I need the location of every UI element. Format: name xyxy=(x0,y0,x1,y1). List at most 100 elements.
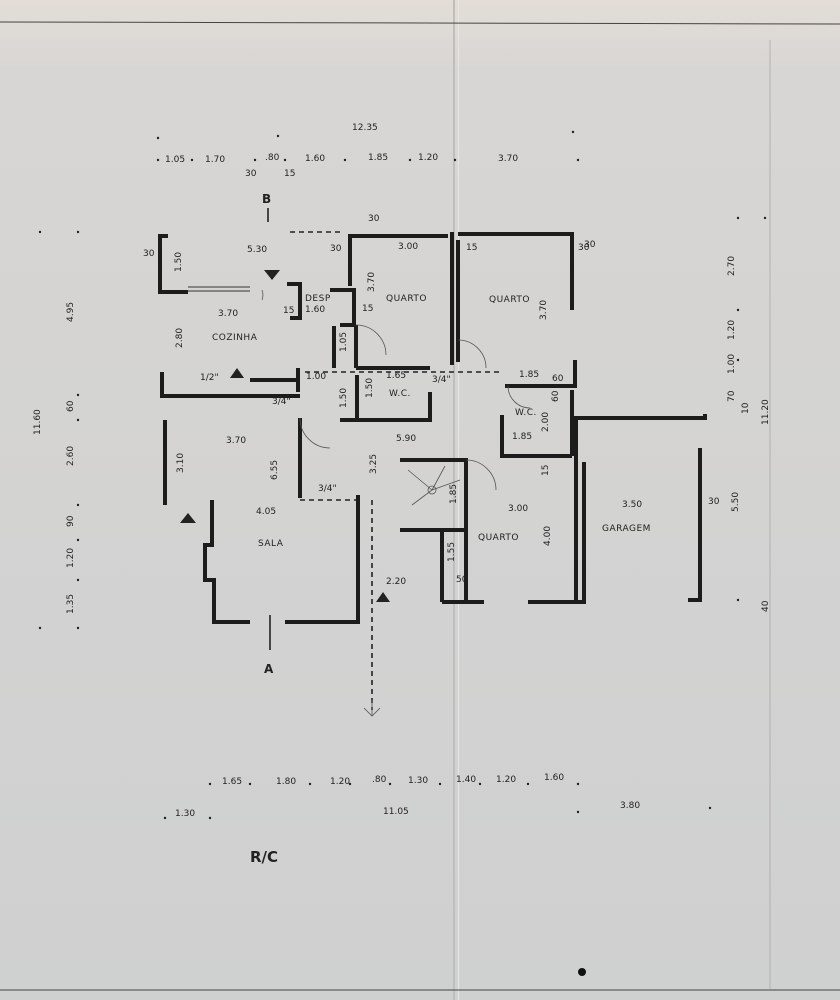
dim-top-2: 1.70 xyxy=(205,155,225,165)
room-label-desp: DESP xyxy=(305,294,331,304)
dim-desp-width: 1.60 xyxy=(305,305,325,315)
wall-desp xyxy=(287,282,302,320)
dim-left-5: 1.20 xyxy=(66,548,76,568)
section-mark-b: B xyxy=(262,192,271,206)
wall-nw xyxy=(158,234,188,294)
dim-left-6: 1.35 xyxy=(66,594,76,614)
wall-wc2 xyxy=(500,415,572,458)
dim-quarto2-height: 3.70 xyxy=(539,300,549,320)
dim-left-4: 90 xyxy=(66,515,76,527)
arrow-entry xyxy=(376,592,390,602)
dim-sala-405: 4.05 xyxy=(256,507,276,517)
dim-top-sub-2: 15 xyxy=(284,169,295,179)
dim-kitchen-34: 3/4" xyxy=(272,397,291,407)
dim-top-sub-1: 30 xyxy=(245,169,257,179)
dim-quarto2-15: 15 xyxy=(466,243,477,253)
dim-right-overall: 11.20 xyxy=(761,399,771,425)
dim-bottom-sub-left: 1.30 xyxy=(175,809,195,819)
dim-sala-310: 3.10 xyxy=(176,453,186,473)
wall-stair xyxy=(400,458,468,532)
room-label-quarto-1: QUARTO xyxy=(386,294,427,304)
dim-top-1: 1.05 xyxy=(165,155,185,165)
wall-quarto3-east xyxy=(528,462,586,604)
door-swings xyxy=(261,289,531,491)
dim-bottom-3: 1.20 xyxy=(330,777,350,787)
dim-kitchen-width: 3.70 xyxy=(218,309,238,319)
dim-bottom-right: 3.80 xyxy=(620,801,640,811)
dim-right-5: 10 xyxy=(741,402,751,414)
dim-bottom-4: .80 xyxy=(372,775,387,785)
dim-top-3: .80 xyxy=(265,153,280,163)
dim-thk-30b: 30 xyxy=(368,214,380,224)
dim-bottom-1: 1.65 xyxy=(222,777,242,787)
dim-top-4: 1.60 xyxy=(305,154,325,164)
sheet-fold-highlight xyxy=(458,0,459,1000)
wall-garagem-north xyxy=(572,414,707,420)
dim-garagem-30: 30 xyxy=(708,497,720,507)
dim-bottom-6: 1.40 xyxy=(456,775,476,785)
dashed-lines xyxy=(290,231,500,710)
dims-right: 11.20 2.70 1.20 1.00 70 10 5.50 40 xyxy=(727,256,771,612)
dim-sala-325: 3.25 xyxy=(369,454,379,474)
dim-right-6: 5.50 xyxy=(731,492,741,512)
section-mark-a: A xyxy=(264,662,274,676)
dim-wc2-width: 1.85 xyxy=(519,370,539,380)
room-label-cozinha: COZINHA xyxy=(212,333,258,343)
dim-wc2-30: 30 xyxy=(578,243,590,253)
dim-left-1: 4.95 xyxy=(66,302,76,322)
dim-hall-590: 5.90 xyxy=(396,434,416,444)
section-markers: B A xyxy=(180,192,390,717)
room-label-quarto-2: QUARTO xyxy=(489,295,530,305)
dim-top-6: 1.20 xyxy=(418,153,438,163)
dim-left-overall: 11.60 xyxy=(33,409,43,435)
dim-kitchen-height: 2.80 xyxy=(175,328,185,348)
dim-hall-100: 1.00 xyxy=(306,372,326,382)
plan-title: R/C xyxy=(250,848,278,866)
wall-kitchen-south xyxy=(160,372,300,398)
dim-quarto1-15: 15 xyxy=(362,304,373,314)
dim-wall-60a: 60 xyxy=(552,374,564,384)
dim-left-3: 2.60 xyxy=(66,446,76,466)
walls xyxy=(158,232,707,624)
sheet-border-top xyxy=(0,21,840,25)
dim-desp-15: 15 xyxy=(283,306,294,316)
dim-bottom-8: 1.60 xyxy=(544,773,564,783)
dim-right-4: 70 xyxy=(727,390,737,402)
dims-interior: 3.70 2.80 5.30 30 30 30 30 1.50 1.60 15 … xyxy=(143,214,720,587)
dims-top: 12.35 1.05 1.70 .80 1.60 1.85 1.20 3.70 … xyxy=(165,123,518,179)
dim-wc2-15: 15 xyxy=(541,465,551,476)
arrow-south xyxy=(363,700,381,717)
dim-bottom-2: 1.80 xyxy=(276,777,296,787)
room-label-garagem: GARAGEM xyxy=(602,524,651,534)
dim-left-150: 1.50 xyxy=(174,252,184,272)
wall-quarto1-north xyxy=(348,234,448,286)
dim-kitchen-12: 1/2" xyxy=(200,373,219,383)
dim-wc1-width: 1.65 xyxy=(386,371,406,381)
dim-garagem-width: 3.50 xyxy=(622,500,642,510)
room-label-wc-1: W.C. xyxy=(389,389,411,399)
room-label-wc-2: W.C. xyxy=(515,408,537,418)
dim-quarto3-width: 3.00 xyxy=(508,504,528,514)
dim-thk-30c: 30 xyxy=(330,244,342,254)
wall-garagem-east xyxy=(688,448,702,602)
dim-bottom-overall: 11.05 xyxy=(383,807,409,817)
dim-wc1-150: 1.50 xyxy=(365,378,375,398)
dim-wc2-185: 1.85 xyxy=(512,432,532,442)
dim-wall-105: 1.05 xyxy=(339,332,349,352)
dim-quarto3-height: 4.00 xyxy=(543,526,553,546)
dim-thk-30a: 30 xyxy=(143,249,155,259)
room-label-sala: SALA xyxy=(258,539,284,549)
dims-bottom: 1.65 1.80 1.20 .80 1.30 1.40 1.20 1.60 1… xyxy=(175,773,640,819)
stair-spiral xyxy=(407,465,461,506)
dim-wc2-60: 60 xyxy=(551,390,561,402)
dim-entry-220: 2.20 xyxy=(386,577,406,587)
dim-right-7: 40 xyxy=(761,600,771,612)
wall-sala-bay xyxy=(203,500,250,624)
dim-right-1: 2.70 xyxy=(727,256,737,276)
wall-quarto2-north xyxy=(458,232,574,310)
dim-bottom-7: 1.20 xyxy=(496,775,516,785)
dim-top-wall: 5.30 xyxy=(247,245,267,255)
room-labels: COZINHA DESP QUARTO QUARTO QUARTO W.C. W… xyxy=(212,294,651,549)
wall-wc1-south xyxy=(340,392,432,422)
